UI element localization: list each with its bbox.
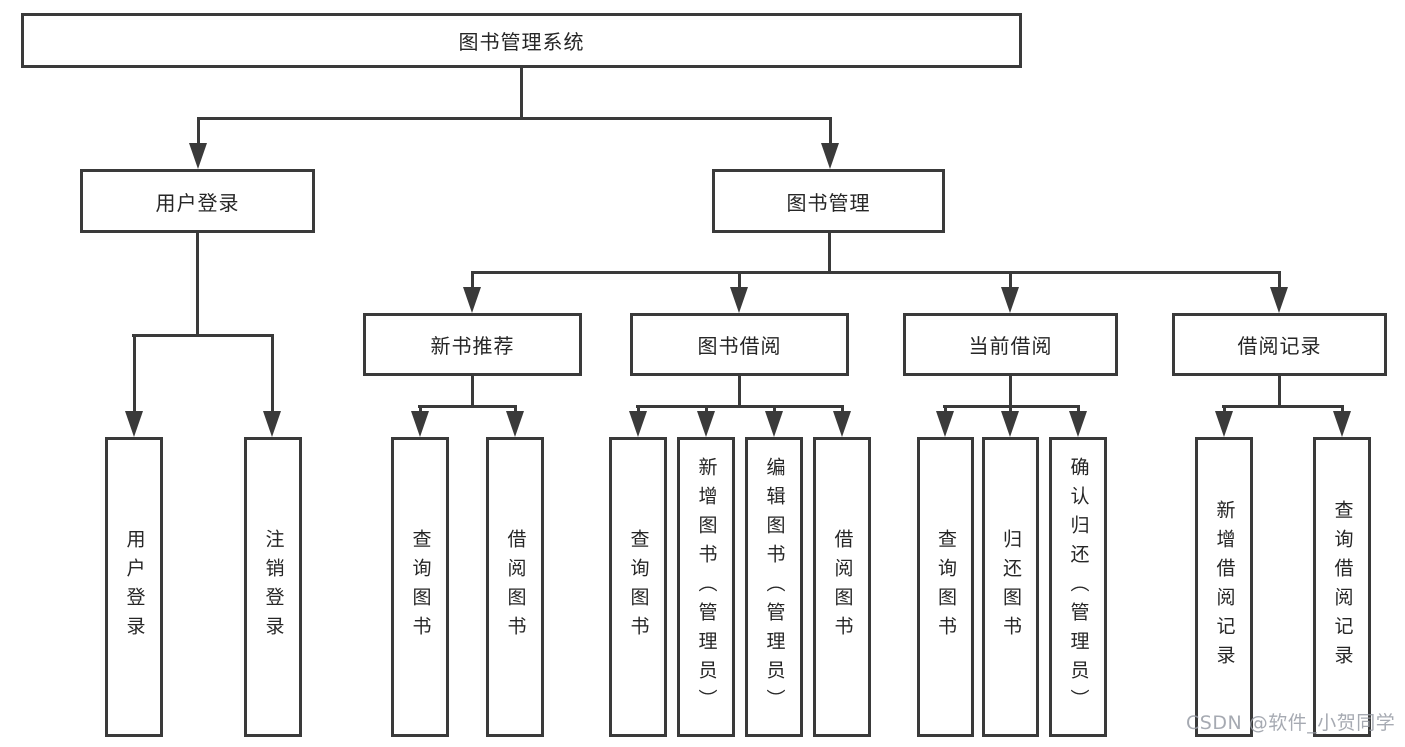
connector-drop xyxy=(1277,270,1281,294)
connector-rail xyxy=(197,116,832,120)
node-leaf-bb-query: 查询图书 xyxy=(609,437,667,737)
watermark: CSDN @软件_小贺同学 xyxy=(1186,712,1396,734)
connector-stub xyxy=(737,376,741,408)
node-book-mgmt: 图书管理 xyxy=(712,169,945,233)
connector-rail xyxy=(636,404,844,408)
arrowhead-down-icon xyxy=(189,143,207,169)
connector-rail xyxy=(1222,404,1344,408)
connector-rail xyxy=(418,404,517,408)
connector-drop xyxy=(132,333,136,418)
arrowhead-down-icon xyxy=(629,411,647,437)
connector-stub xyxy=(827,233,831,274)
arrowhead-down-icon xyxy=(765,411,783,437)
node-leaf-bb-borrow: 借阅图书 xyxy=(813,437,871,737)
node-leaf-nb-query: 查询图书 xyxy=(391,437,449,737)
node-new-book-rec: 新书推荐 xyxy=(363,313,582,376)
node-leaf-br-query: 查询借阅记录 xyxy=(1313,437,1371,737)
connector-drop xyxy=(737,270,741,294)
arrowhead-down-icon xyxy=(1215,411,1233,437)
connector-rail xyxy=(132,333,274,337)
node-leaf-cb-return: 归还图书 xyxy=(982,437,1039,737)
arrowhead-down-icon xyxy=(1069,411,1087,437)
connector-drop xyxy=(1008,270,1012,294)
node-leaf-logout: 注销登录 xyxy=(244,437,302,737)
arrowhead-down-icon xyxy=(1333,411,1351,437)
arrowhead-down-icon xyxy=(833,411,851,437)
node-leaf-bb-add: 新增图书（管理员） xyxy=(677,437,735,737)
connector-drop xyxy=(470,270,474,294)
arrowhead-down-icon xyxy=(411,411,429,437)
arrowhead-down-icon xyxy=(463,287,481,313)
node-leaf-br-add: 新增借阅记录 xyxy=(1195,437,1253,737)
arrowhead-down-icon xyxy=(936,411,954,437)
node-borrow-records: 借阅记录 xyxy=(1172,313,1387,376)
node-leaf-user-login: 用户登录 xyxy=(105,437,163,737)
connector-rail xyxy=(471,270,1281,274)
connector-stub xyxy=(1008,376,1012,408)
connector-drop xyxy=(270,333,274,418)
arrowhead-down-icon xyxy=(263,411,281,437)
node-user-login: 用户登录 xyxy=(80,169,315,233)
node-root: 图书管理系统 xyxy=(21,13,1022,68)
node-leaf-bb-edit: 编辑图书（管理员） xyxy=(745,437,803,737)
node-leaf-nb-borrow: 借阅图书 xyxy=(486,437,544,737)
node-leaf-cb-query: 查询图书 xyxy=(917,437,974,737)
connector-rail xyxy=(943,404,1080,408)
connector-stub xyxy=(470,376,474,408)
arrowhead-down-icon xyxy=(506,411,524,437)
node-current-borrow: 当前借阅 xyxy=(903,313,1118,376)
arrowhead-down-icon xyxy=(730,287,748,313)
connector-drop xyxy=(828,116,832,150)
connector-drop xyxy=(196,116,200,150)
connector-stub xyxy=(195,233,199,337)
arrowhead-down-icon xyxy=(697,411,715,437)
node-book-borrow: 图书借阅 xyxy=(630,313,849,376)
arrowhead-down-icon xyxy=(125,411,143,437)
connector-stub xyxy=(1277,376,1281,408)
node-leaf-cb-confirm: 确认归还（管理员） xyxy=(1049,437,1107,737)
arrowhead-down-icon xyxy=(1001,287,1019,313)
arrowhead-down-icon xyxy=(1001,411,1019,437)
arrowhead-down-icon xyxy=(821,143,839,169)
arrowhead-down-icon xyxy=(1270,287,1288,313)
connector-stub xyxy=(519,68,523,120)
